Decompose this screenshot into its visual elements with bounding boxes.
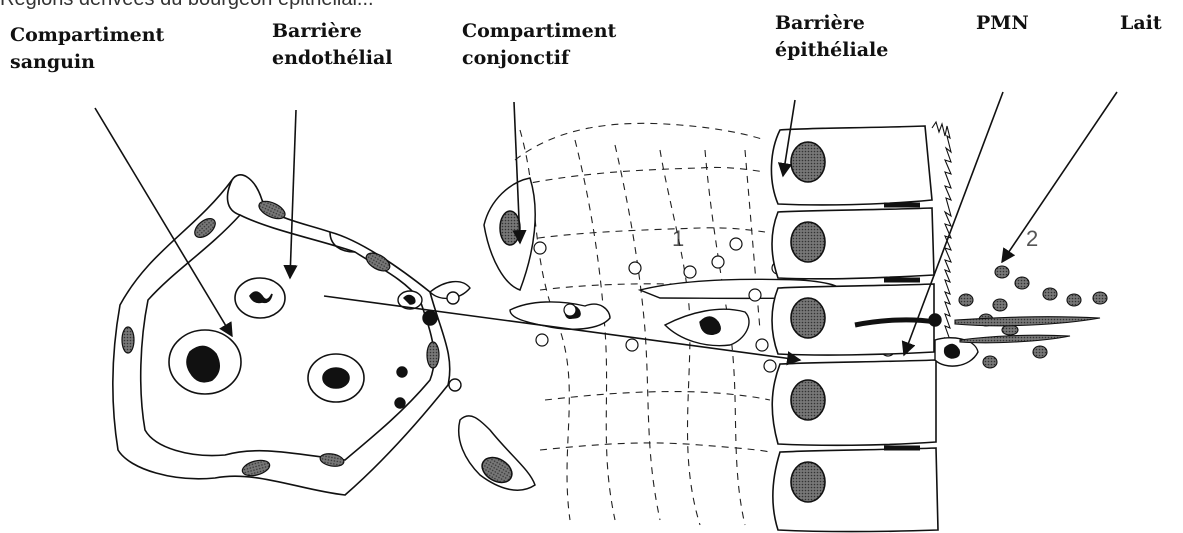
arrow-barriere-endothelial	[290, 110, 296, 278]
arrow-lait	[1002, 92, 1117, 262]
fibroblasts	[459, 178, 536, 490]
blood-leukocytes	[169, 278, 364, 402]
microvilli	[932, 122, 951, 364]
endothelial-nuclei	[122, 198, 439, 479]
epithelium	[771, 126, 938, 532]
